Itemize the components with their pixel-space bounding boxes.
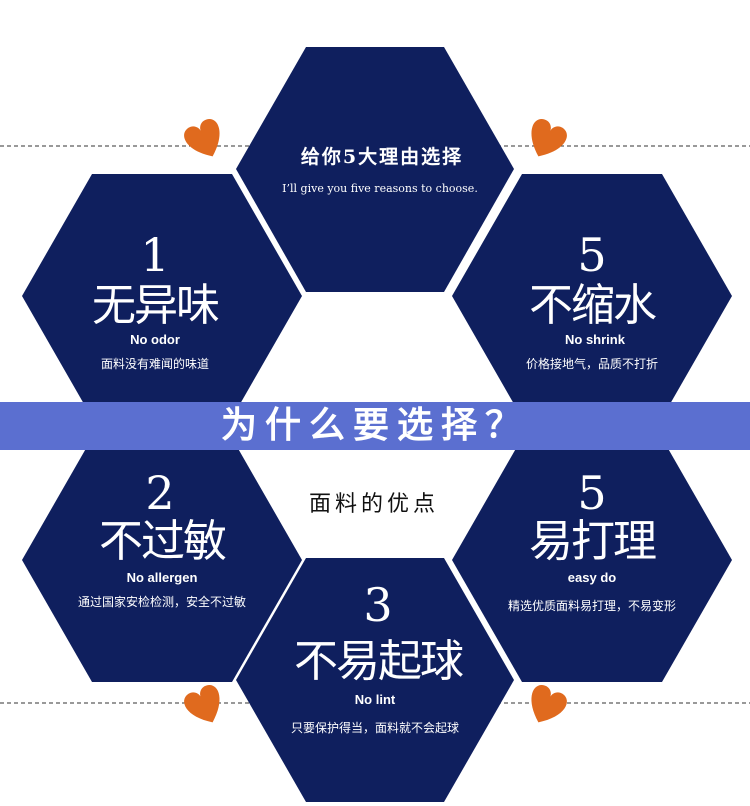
header-subtitle: I’ll give you five reasons to choose. [282, 182, 478, 195]
hexagon-item-5 [236, 558, 514, 802]
item-number: 1 [140, 228, 170, 282]
hexagon-item-3 [22, 438, 302, 682]
item-en-label: easy do [567, 570, 617, 585]
item-title: 不缩水 [529, 280, 657, 331]
item-number: 5 [577, 466, 607, 520]
item-description: 精选优质面料易打理，不易变形 [507, 599, 677, 613]
hexagon-item-4 [452, 438, 732, 682]
item-description: 面料没有难闻的味道 [100, 357, 210, 371]
item-description: 只要保护得当，面料就不会起球 [290, 721, 460, 735]
item-description: 价格接地气，品质不打折 [525, 357, 659, 371]
item-description: 通过国家安检检测，安全不过敏 [77, 595, 247, 609]
heart-icon [531, 685, 567, 723]
hexagon-header [236, 47, 514, 292]
heart-icon [184, 119, 220, 157]
item-en-label: No allergen [126, 570, 198, 585]
item-title: 无异味 [92, 280, 220, 331]
item-en-label: No odor [130, 332, 180, 347]
heart-icon [531, 119, 567, 157]
heart-icon [184, 685, 220, 723]
item-en-label: No shrink [565, 332, 625, 347]
hexagon-item-2 [452, 174, 732, 418]
item-number: 2 [145, 466, 175, 520]
item-number: 5 [577, 228, 607, 282]
item-en-label: No lint [354, 692, 396, 707]
item-title: 不过敏 [99, 516, 227, 567]
hexagon-item-1 [22, 174, 302, 418]
banner-title: 为什么要选择？ [220, 405, 529, 446]
center-label: 面料的优点 [308, 492, 440, 517]
item-title: 不易起球 [294, 636, 464, 687]
item-title: 易打理 [529, 516, 657, 567]
item-number: 3 [363, 578, 393, 632]
banner-strip [0, 402, 750, 450]
header-title: 给你5大理由选择 [300, 146, 464, 168]
